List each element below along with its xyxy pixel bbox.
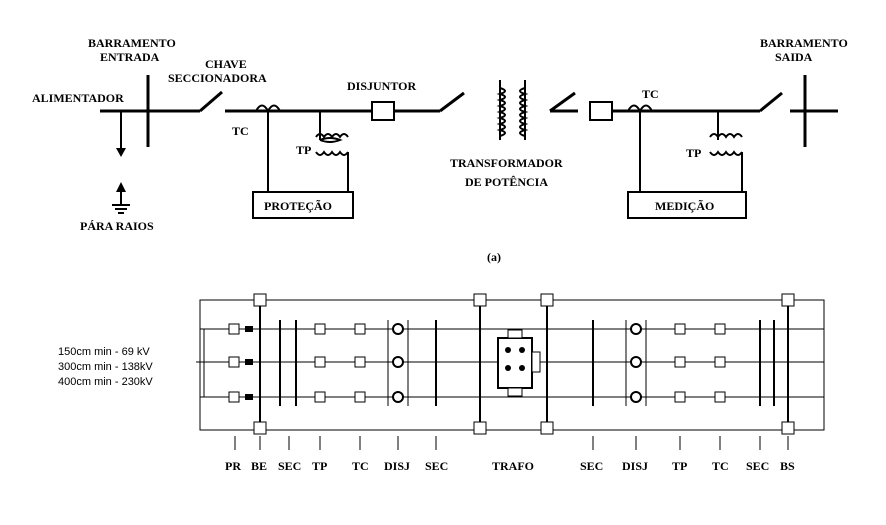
- clearance-230kv: 400cm min - 230kV: [58, 376, 153, 388]
- bottom-label-tp-2: TP: [672, 459, 687, 473]
- bottom-ticks: [234, 436, 789, 450]
- bottom-label-tc-1: TC: [352, 459, 369, 473]
- label-para-raios: PÁRA RAIOS: [80, 219, 154, 233]
- sec-left-equipment: [279, 320, 297, 406]
- bottom-label-sec-3: SEC: [580, 459, 603, 473]
- bottom-label-bs: BS: [780, 459, 795, 473]
- label-tp-left: TP: [296, 143, 311, 157]
- label-barramento-saida-2: SAIDA: [775, 50, 813, 64]
- clearance-labels: 150cm min - 69 kV 300cm min - 138kV 400c…: [58, 346, 153, 388]
- bottom-label-tc-2: TC: [712, 459, 729, 473]
- portal-left: [253, 293, 267, 435]
- layout-plan: [196, 293, 825, 435]
- label-tc-right: TC: [642, 87, 659, 101]
- portal-right: [781, 293, 795, 435]
- label-barramento-entrada-2: ENTRADA: [100, 50, 160, 64]
- clearance-69kv: 150cm min - 69 kV: [58, 346, 150, 358]
- tc-right-equipment: [714, 323, 726, 403]
- label-barramento-saida-1: BARRAMENTO: [760, 36, 848, 50]
- para-raios-equipment: [228, 323, 253, 403]
- label-transformador-1: TRANSFORMADOR: [450, 156, 563, 170]
- tp-right-equipment: [674, 323, 686, 403]
- single-line-labels: BARRAMENTO ENTRADA ALIMENTADOR CHAVE SEC…: [32, 36, 848, 264]
- portal-trafo-right: [540, 293, 554, 435]
- label-tc-left: TC: [232, 124, 249, 138]
- bottom-label-sec-4: SEC: [746, 459, 769, 473]
- label-tp-right: TP: [686, 146, 701, 160]
- label-medicao: MEDIÇÃO: [655, 199, 714, 213]
- label-protecao: PROTEÇÃO: [264, 199, 332, 213]
- label-disjuntor: DISJUNTOR: [347, 79, 416, 93]
- bottom-label-sec-2: SEC: [425, 459, 448, 473]
- bottom-labels: PR BE SEC TP TC DISJ SEC TRAFO SEC DISJ …: [225, 459, 795, 473]
- label-chave-2: SECCIONADORA: [168, 71, 267, 85]
- portal-trafo-left: [473, 293, 487, 435]
- tc-left-equipment: [354, 323, 366, 403]
- bottom-label-be: BE: [251, 459, 267, 473]
- bottom-label-trafo: TRAFO: [492, 459, 534, 473]
- label-chave-1: CHAVE: [205, 57, 247, 71]
- label-transformador-2: DE POTÊNCIA: [465, 175, 548, 189]
- disj-right-equipment: [625, 320, 647, 406]
- tp-left-equipment: [314, 323, 326, 403]
- label-alimentador: ALIMENTADOR: [32, 91, 124, 105]
- bottom-label-pr: PR: [225, 459, 241, 473]
- disj-left-equipment: [387, 320, 409, 406]
- sec-right-equipment: [759, 320, 775, 406]
- label-barramento-entrada-1: BARRAMENTO: [88, 36, 176, 50]
- clearance-138kv: 300cm min - 138kV: [58, 361, 153, 373]
- caption-a: (a): [487, 250, 501, 264]
- trafo-equipment: [497, 329, 541, 397]
- bottom-label-disj-1: DISJ: [384, 459, 410, 473]
- bottom-label-disj-2: DISJ: [622, 459, 648, 473]
- bottom-label-sec-1: SEC: [278, 459, 301, 473]
- single-line-diagram: [100, 75, 838, 219]
- bottom-label-tp-1: TP: [312, 459, 327, 473]
